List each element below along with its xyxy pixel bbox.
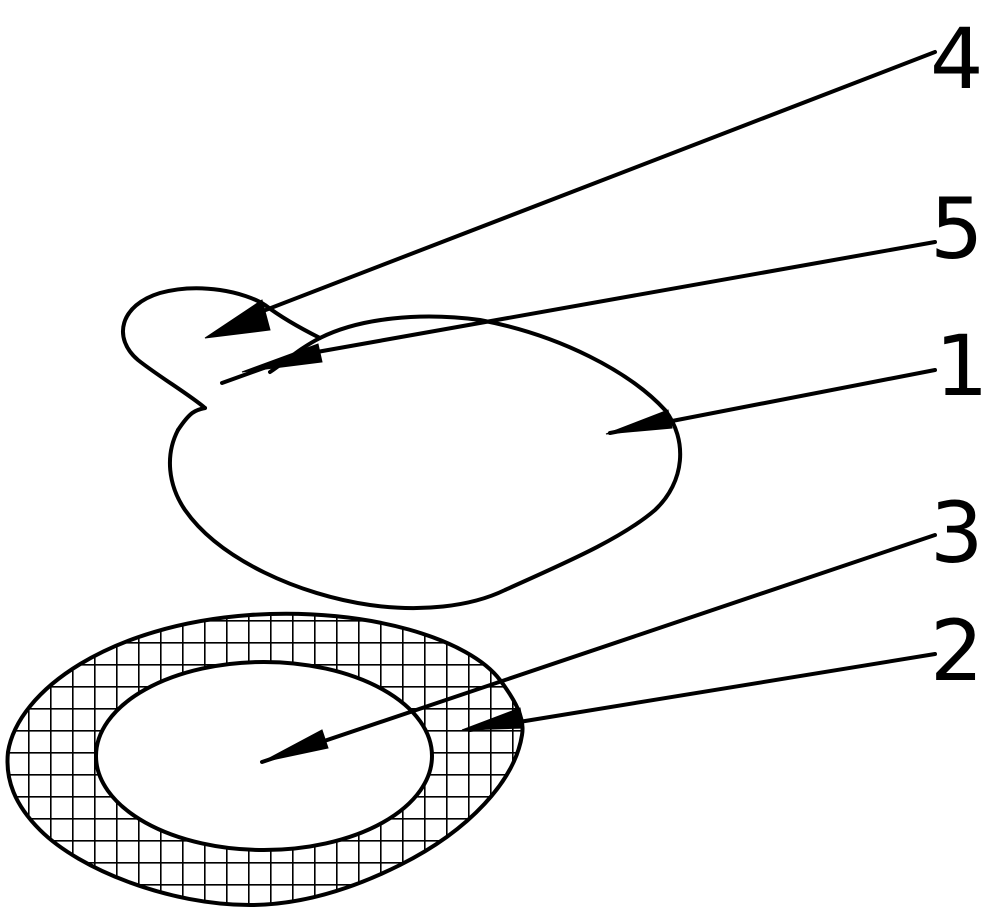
lobe-outline	[123, 288, 320, 408]
leader-5	[222, 242, 935, 383]
label-4: 4	[930, 10, 983, 108]
leader-2	[462, 654, 935, 730]
label-5: 5	[930, 180, 983, 278]
leader-4	[205, 52, 935, 338]
main-body-outline	[170, 317, 680, 608]
arrowhead-5	[242, 344, 322, 372]
arrowhead-1	[606, 410, 672, 434]
ring-inner	[96, 662, 432, 850]
label-3: 3	[930, 484, 983, 582]
neck-outline	[178, 408, 205, 430]
label-2: 2	[930, 602, 983, 700]
arrowhead-4	[205, 300, 270, 338]
label-1: 1	[935, 317, 988, 415]
